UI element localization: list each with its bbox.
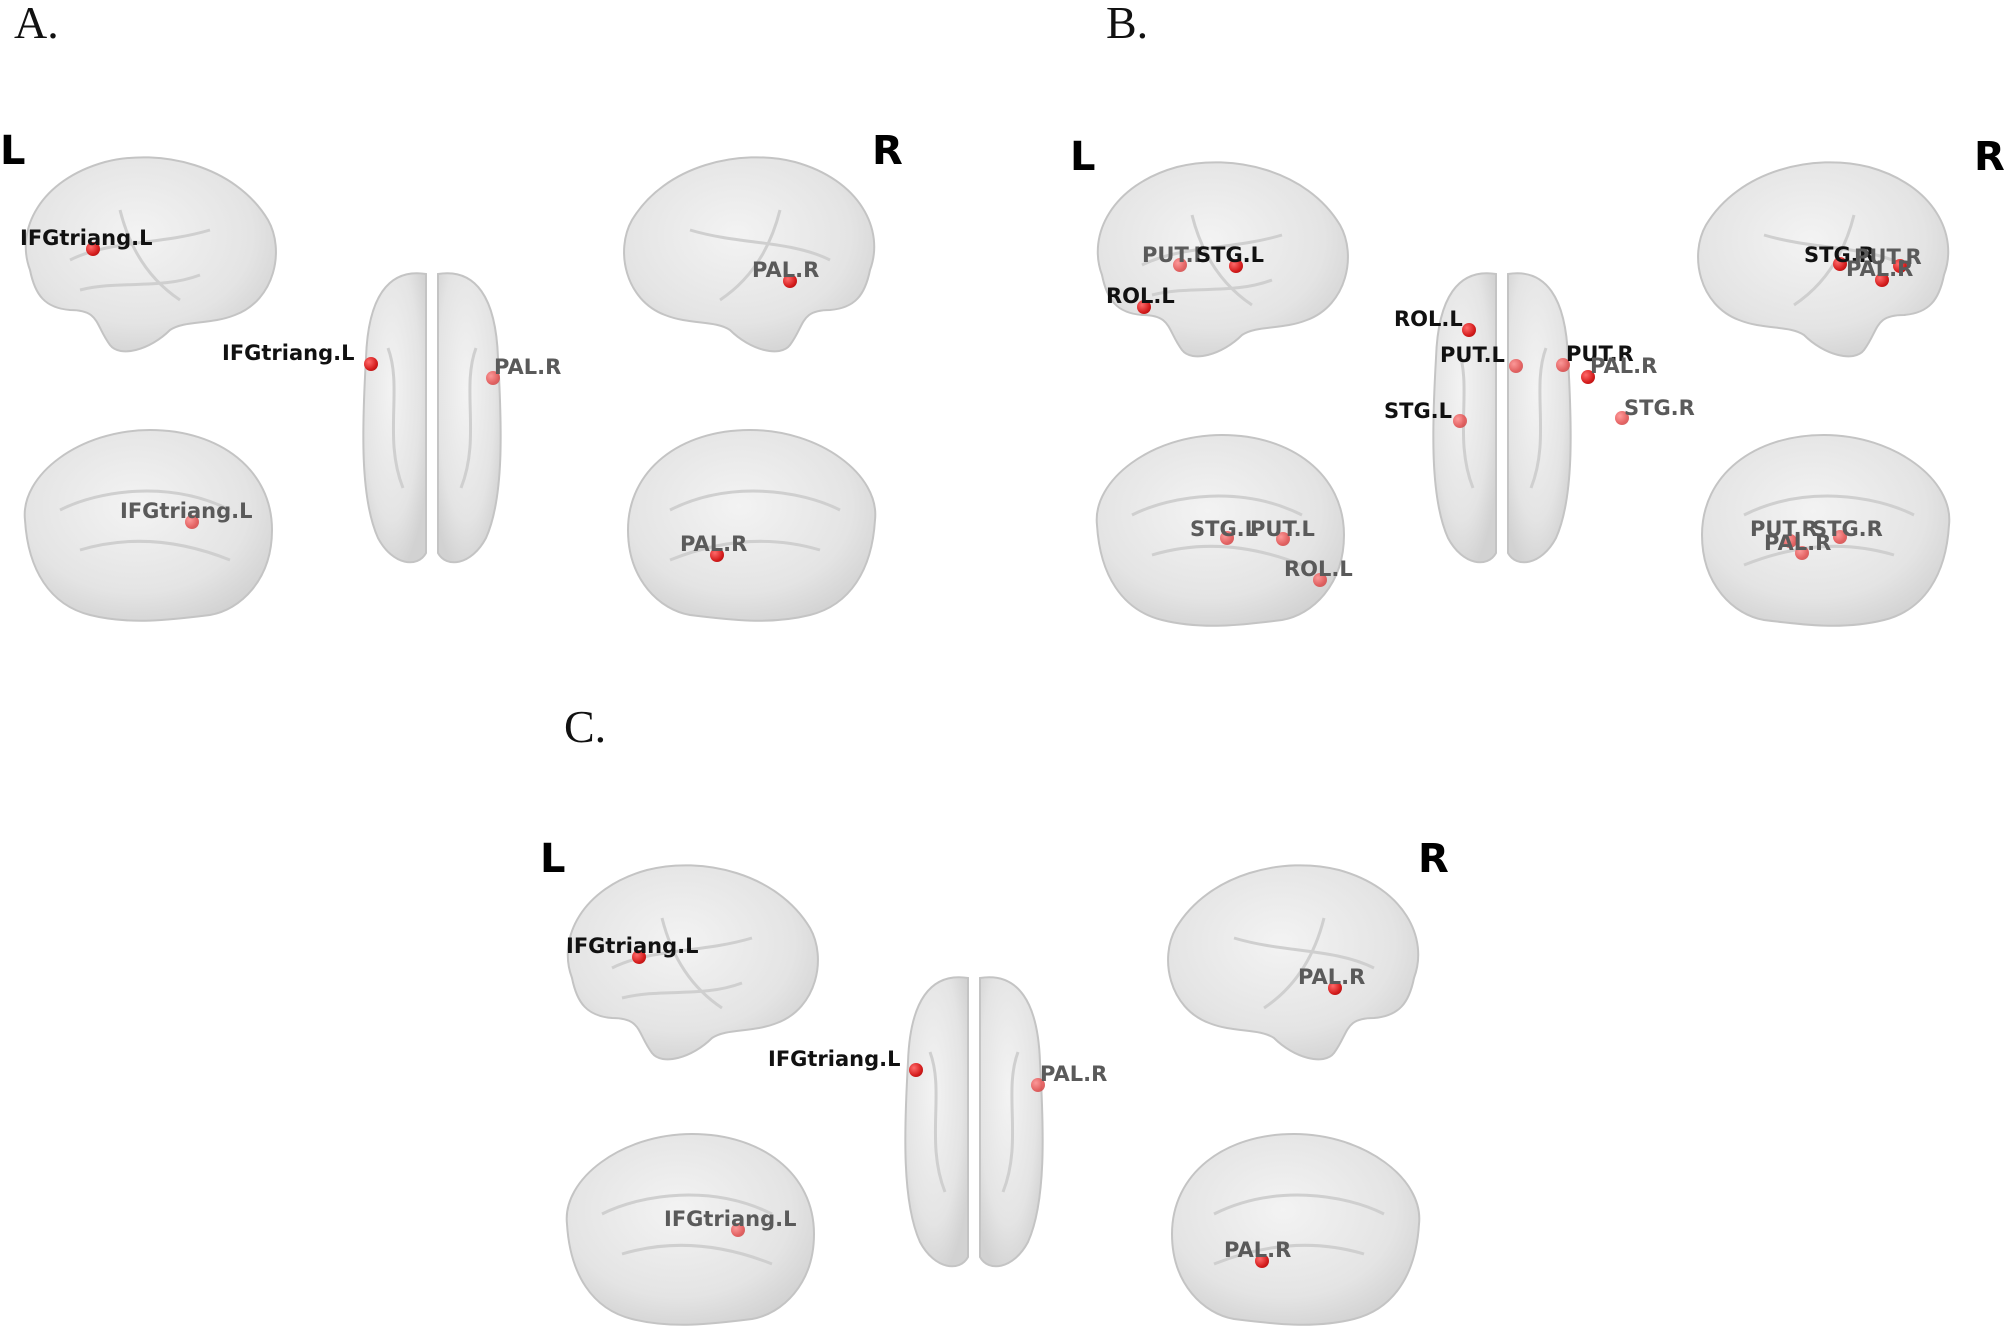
- node-label: STG.R: [1812, 517, 1883, 541]
- brain-right-medial: [1692, 425, 1964, 635]
- brain-right-medial: [618, 420, 890, 630]
- node-ifgtriang-l-medial: [731, 1223, 745, 1237]
- right-hemisphere-label: R: [1974, 134, 2005, 180]
- panel-letter: B.: [1106, 0, 1149, 48]
- node-stg-r-lateral: [1833, 257, 1847, 271]
- node-label: IFGtriang.L: [222, 341, 355, 365]
- node-label: IFGtriang.L: [566, 934, 699, 958]
- brain-left-lateral: [1082, 155, 1354, 365]
- node-pal-r-lateral: [1328, 981, 1342, 995]
- node-label: ROL.L: [1284, 557, 1353, 581]
- brain-left-medial: [1082, 425, 1354, 635]
- left-hemisphere-label: L: [0, 128, 26, 174]
- node-stg-l-medial: [1220, 531, 1234, 545]
- brain-left-medial: [10, 420, 282, 630]
- node-label: PAL.R: [1224, 1238, 1292, 1262]
- right-hemisphere-label: R: [1418, 836, 1449, 882]
- brain-left-medial: [552, 1124, 824, 1334]
- node-ifgtriang-l-medial: [185, 515, 199, 529]
- node-pal-r-medial: [1255, 1254, 1269, 1268]
- node-label: PAL.R: [680, 532, 748, 556]
- node-ifgtriang-l-dorsal: [364, 357, 378, 371]
- node-stg-r-dorsal: [1615, 411, 1629, 425]
- brain-left-lateral: [552, 858, 824, 1068]
- node-put-l-medial: [1276, 532, 1290, 546]
- node-pal-r-dorsal: [1031, 1078, 1045, 1092]
- right-hemisphere-label: R: [872, 128, 903, 174]
- node-label: PAL.R: [1590, 354, 1658, 378]
- node-label: ROL.L: [1394, 307, 1463, 331]
- node-label: PAL.R: [1040, 1062, 1108, 1086]
- node-pal-r-dorsal: [486, 371, 500, 385]
- node-label: IFGtriang.L: [664, 1207, 797, 1231]
- node-label: PUT.L: [1440, 343, 1505, 367]
- node-label: IFGtriang.L: [120, 499, 253, 523]
- left-hemisphere-label: L: [1070, 134, 1096, 180]
- node-put-r-dorsal: [1556, 358, 1570, 372]
- node-put-l-dorsal: [1509, 359, 1523, 373]
- node-label: STG.L: [1196, 243, 1265, 267]
- brain-dorsal: [348, 268, 516, 570]
- node-stg-r-medial: [1833, 530, 1847, 544]
- node-label: PUT.R: [1854, 245, 1922, 269]
- node-ifgtriang-l-lateral: [86, 242, 100, 256]
- node-label: STG.R: [1624, 396, 1695, 420]
- node-label: PUT.L: [1250, 517, 1315, 541]
- node-rol-l-lateral: [1137, 300, 1151, 314]
- node-rol-l-medial: [1313, 573, 1327, 587]
- brain-right-lateral: [1162, 858, 1434, 1068]
- node-stg-l-lateral: [1229, 259, 1243, 273]
- panel-a: A. L R IFGtriang.: [0, 0, 1000, 660]
- node-label: STG.L: [1384, 399, 1453, 423]
- panel-c: C. L R IFGtriang.L IFGtrian: [540, 700, 1480, 1336]
- brain-left-lateral: [10, 150, 282, 360]
- node-label: IFGtriang.L: [768, 1047, 901, 1071]
- node-put-l-lateral: [1173, 258, 1187, 272]
- brain-right-lateral: [618, 150, 890, 360]
- node-label: PAL.R: [1298, 965, 1366, 989]
- node-label: PAL.R: [752, 258, 820, 282]
- node-stg-l-dorsal: [1453, 414, 1467, 428]
- brain-dorsal: [890, 972, 1058, 1274]
- node-pal-r-dorsal: [1581, 370, 1595, 384]
- brain-right-medial: [1162, 1124, 1434, 1334]
- panel-letter: C.: [564, 701, 607, 752]
- node-put-r-medial: [1783, 534, 1797, 548]
- node-label: PAL.R: [1764, 531, 1832, 555]
- node-pal-r-lateral: [783, 274, 797, 288]
- node-label: STG.L: [1190, 517, 1259, 541]
- node-label: PUT.L: [1142, 243, 1207, 267]
- node-label: PAL.R: [1846, 257, 1914, 281]
- node-ifgtriang-l-lateral: [632, 950, 646, 964]
- left-hemisphere-label: L: [540, 836, 566, 882]
- node-label: STG.R: [1804, 243, 1875, 267]
- node-pal-r-medial: [1795, 546, 1809, 560]
- node-rol-l-dorsal: [1462, 323, 1476, 337]
- panel-b: B. L R PUT.L STG.L: [1070, 0, 2008, 660]
- node-label: PUT.R: [1750, 517, 1818, 541]
- node-label: PUT.R: [1566, 342, 1634, 366]
- node-label: ROL.L: [1106, 284, 1175, 308]
- brain-dorsal: [1418, 268, 1586, 570]
- panel-letter: A.: [14, 0, 59, 48]
- node-pal-r-medial: [710, 548, 724, 562]
- node-label: IFGtriang.L: [20, 226, 153, 250]
- brain-right-lateral: [1692, 155, 1964, 365]
- node-label: PAL.R: [494, 355, 562, 379]
- node-pal-r-lateral: [1875, 273, 1889, 287]
- node-ifgtriang-l-dorsal: [909, 1063, 923, 1077]
- node-put-r-lateral: [1893, 259, 1907, 273]
